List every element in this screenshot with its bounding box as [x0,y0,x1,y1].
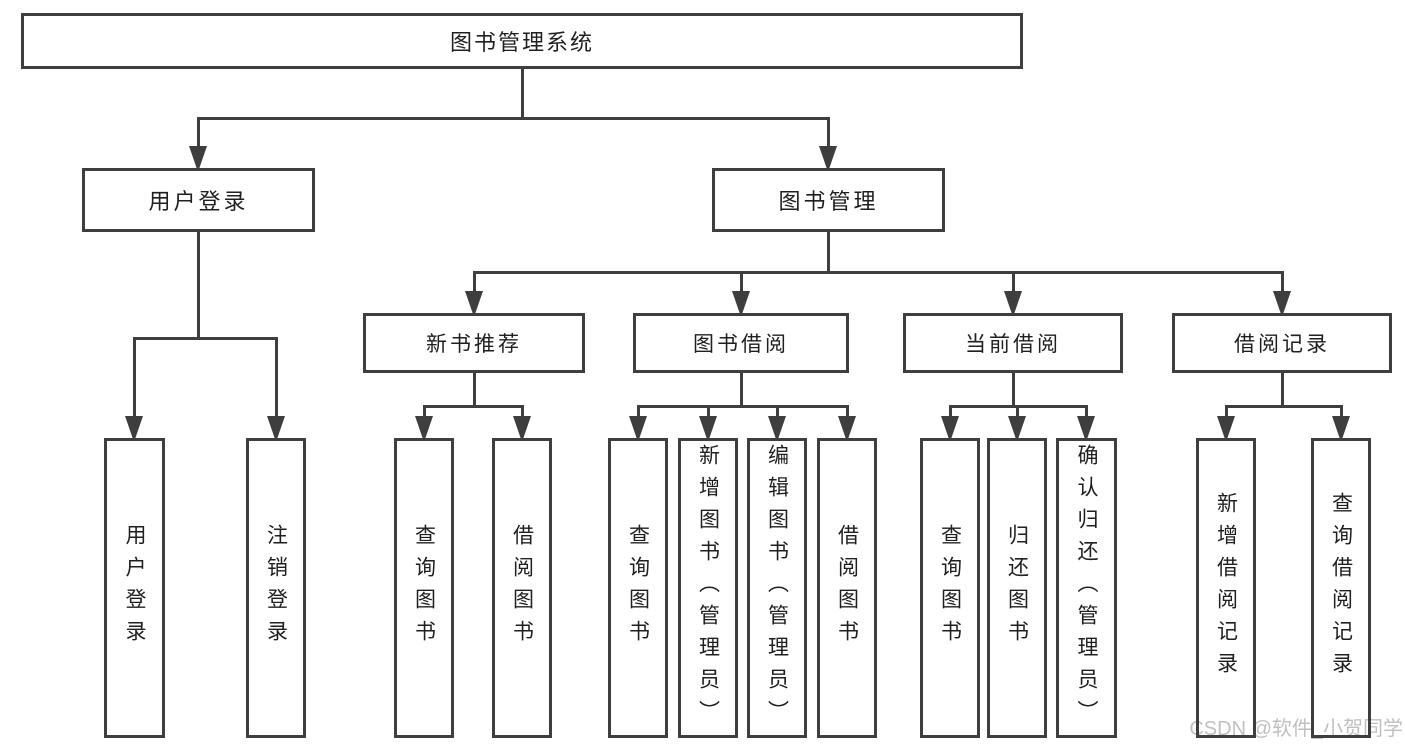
leaf-logout: 注销登录 [246,438,306,738]
node-library-management-system: 图书管理系统 [21,13,1023,69]
node-label: 注销登录 [264,524,288,652]
connector-line [1280,272,1284,295]
connector-line [1224,406,1228,420]
connector-line [775,406,779,420]
leaf-edit-books-admin: 编辑图书（管理员） [747,438,807,738]
connector-line [472,373,476,408]
connector-line [1015,406,1019,420]
arrowhead-down-icon [465,291,483,317]
arrowhead-down-icon [699,416,717,442]
arrowhead-down-icon [1273,291,1291,317]
arrowhead-down-icon [838,416,856,442]
connector-line [520,69,524,120]
node-user-login: 用户登录 [82,168,315,232]
node-current-borrowing: 当前借阅 [903,313,1123,373]
connector-line [1280,373,1284,408]
connector-line [1339,406,1343,420]
arrowhead-down-icon [415,416,433,442]
node-label: 图书管理 [778,189,879,214]
arrowhead-down-icon [125,416,143,442]
arrowhead-down-icon [819,146,837,172]
connector-line [196,232,200,340]
node-label: 用户登录 [123,524,146,652]
node-label: 借阅图书 [835,524,859,652]
node-label: 确认归还（管理员） [1075,444,1098,732]
node-label: 图书借阅 [693,333,789,356]
node-label: 编辑图书（管理员） [765,444,789,732]
connector-line [132,338,136,420]
connector-rail [472,270,1284,274]
leaf-return-books: 归还图书 [987,438,1047,738]
node-label: 新书推荐 [426,333,522,356]
connector-line [422,406,426,420]
arrowhead-down-icon [732,291,750,317]
connector-line [1084,406,1088,420]
leaf-confirm-return-admin: 确认归还（管理员） [1056,438,1117,738]
arrowhead-down-icon [941,416,959,442]
arrowhead-down-icon [768,416,786,442]
node-label: 当前借阅 [965,333,1061,356]
node-label: 查询图书 [412,524,436,652]
leaf-query-books-borrowing: 查询图书 [608,438,668,738]
node-label: 用户登录 [148,189,249,214]
arrowhead-down-icon [1077,416,1095,442]
node-label: 新增借阅记录 [1214,492,1238,684]
leaf-add-books-admin: 新增图书（管理员） [678,438,738,738]
node-book-borrowing: 图书借阅 [633,313,849,373]
arrowhead-down-icon [1008,416,1026,442]
arrowhead-down-icon [267,416,285,442]
connector-line [636,406,640,420]
connector-line [948,406,952,420]
arrowhead-down-icon [189,146,207,172]
node-label: 借阅图书 [510,524,534,652]
node-label: 图书管理系统 [449,30,594,55]
node-label: 借阅记录 [1234,333,1330,356]
arrowhead-down-icon [1332,416,1350,442]
watermark: CSDN @软件_小贺同学 [1189,718,1403,740]
connector-rail [422,404,524,408]
connector-line [826,232,830,274]
node-label: 查询借阅记录 [1329,492,1353,684]
leaf-query-books-current: 查询图书 [920,438,980,738]
leaf-borrow-books: 借阅图书 [817,438,877,738]
leaf-user-login: 用户登录 [104,438,165,738]
leaf-query-books-recommend: 查询图书 [394,438,454,738]
node-label: 新增图书（管理员） [696,444,720,732]
node-new-book-recommend: 新书推荐 [363,313,585,373]
connector-line [1011,272,1015,295]
connector-line [739,272,743,295]
connector-line [520,406,524,420]
leaf-query-borrow-record: 查询借阅记录 [1311,438,1371,738]
connector-rail [1224,404,1343,408]
connector-line [274,338,278,420]
node-book-management: 图书管理 [712,168,945,232]
leaf-borrow-books-recommend: 借阅图书 [492,438,552,738]
node-borrow-records: 借阅记录 [1172,313,1392,373]
connector-line [826,118,830,150]
connector-line [472,272,476,295]
connector-rail [636,404,849,408]
node-label: 查询图书 [626,524,650,652]
connector-line [845,406,849,420]
connector-line [196,118,200,150]
leaf-add-borrow-record: 新增借阅记录 [1196,438,1256,738]
node-label: 查询图书 [938,524,962,652]
connector-line [706,406,710,420]
node-label: 归还图书 [1005,524,1029,652]
arrowhead-down-icon [629,416,647,442]
connector-line [739,373,743,408]
arrowhead-down-icon [1217,416,1235,442]
arrowhead-down-icon [513,416,531,442]
connector-line [1011,373,1015,408]
arrowhead-down-icon [1004,291,1022,317]
connector-rail [196,116,830,120]
connector-rail [132,336,278,340]
